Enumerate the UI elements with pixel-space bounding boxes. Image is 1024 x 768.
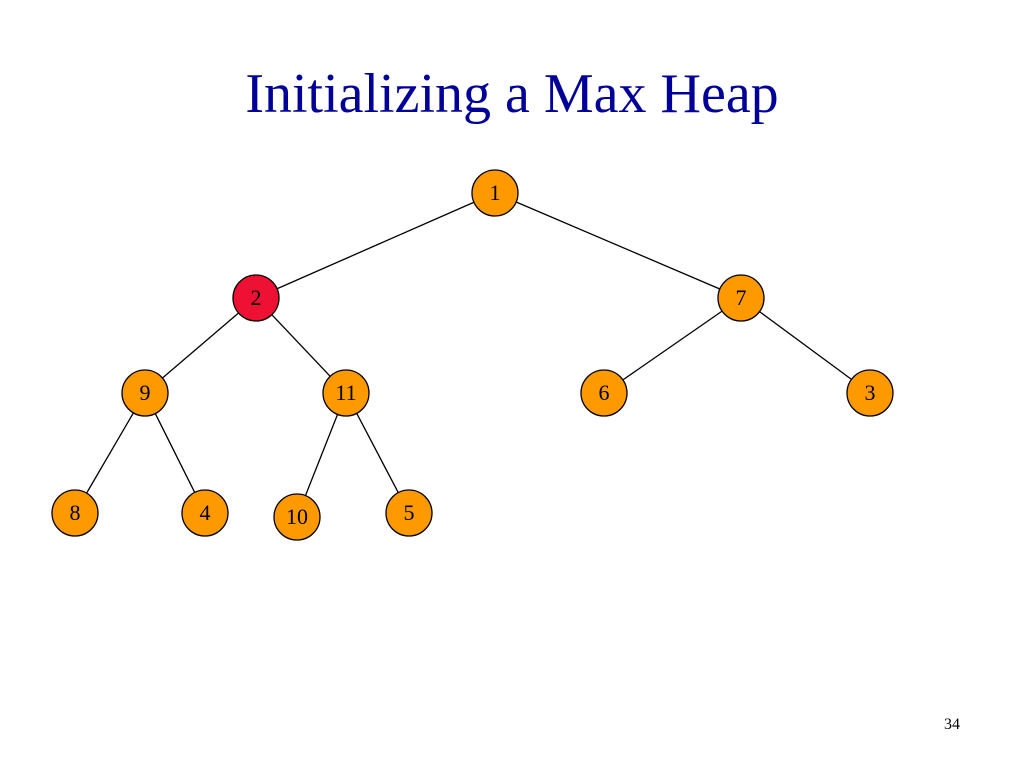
tree-node-circle bbox=[717, 274, 765, 322]
tree-node: 6 bbox=[580, 369, 628, 417]
tree-node-circle bbox=[385, 489, 433, 537]
tree-node: 7 bbox=[717, 274, 765, 322]
tree-node-label: 2 bbox=[251, 285, 262, 310]
tree-edge bbox=[276, 201, 475, 290]
tree-node-circle-highlighted bbox=[232, 274, 280, 322]
tree-node-label: 4 bbox=[200, 500, 211, 525]
tree-node-circle bbox=[846, 369, 894, 417]
page-number: 34 bbox=[944, 716, 960, 733]
tree-node: 2 bbox=[232, 274, 280, 322]
tree-edge bbox=[162, 312, 239, 379]
tree-edge bbox=[304, 414, 339, 496]
tree-node: 1 bbox=[471, 169, 519, 217]
tree-edge bbox=[759, 311, 852, 380]
tree-node-label: 9 bbox=[140, 380, 151, 405]
tree-node: 3 bbox=[846, 369, 894, 417]
slide-title: Initializing a Max Heap bbox=[245, 63, 779, 125]
tree-node: 4 bbox=[181, 489, 229, 537]
tree-nodes: 1 2 7 9 11 6 3 8 4 10 5 bbox=[51, 169, 894, 541]
tree-edge bbox=[154, 413, 196, 493]
tree-node-label: 6 bbox=[599, 380, 610, 405]
tree-node-circle bbox=[51, 489, 99, 537]
tree-edge bbox=[271, 314, 331, 377]
tree-node-label: 8 bbox=[70, 500, 81, 525]
tree-edge bbox=[515, 201, 721, 290]
tree-node-label: 7 bbox=[736, 285, 747, 310]
tree-edges bbox=[86, 201, 852, 496]
tree-edge bbox=[86, 412, 134, 494]
tree-node-circle bbox=[471, 169, 519, 217]
tree-node: 8 bbox=[51, 489, 99, 537]
tree-node-circle bbox=[322, 369, 370, 417]
tree-node-label: 1 bbox=[490, 180, 501, 205]
tree-node: 11 bbox=[322, 369, 370, 417]
tree-node-circle bbox=[121, 369, 169, 417]
tree-node: 9 bbox=[121, 369, 169, 417]
tree-node-circle bbox=[181, 489, 229, 537]
tree-node-label: 10 bbox=[286, 504, 308, 529]
tree-node-circle bbox=[273, 493, 321, 541]
tree-edge bbox=[622, 310, 723, 381]
tree-node: 10 bbox=[273, 493, 321, 541]
tree-node-circle bbox=[580, 369, 628, 417]
tree-node: 5 bbox=[385, 489, 433, 537]
tree-edge bbox=[356, 413, 399, 493]
tree-node-label: 3 bbox=[865, 380, 876, 405]
tree-node-label: 11 bbox=[335, 380, 356, 405]
tree-node-label: 5 bbox=[404, 500, 415, 525]
